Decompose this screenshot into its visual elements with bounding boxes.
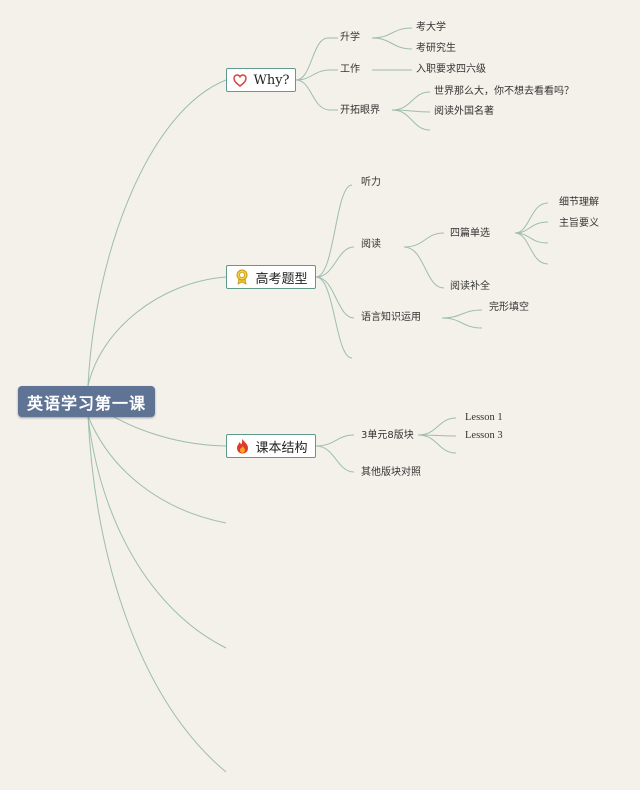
branch-textbook-structure[interactable]: 课本结构 [226, 434, 316, 458]
branch-why[interactable]: Why? [226, 68, 296, 92]
root-label: 英语学习第一课 [26, 393, 146, 413]
node-zhuzhi[interactable]: 主旨要义 [559, 218, 599, 229]
branch-exam-types[interactable]: 高考题型 [226, 265, 316, 289]
node-yuedu-waiguo[interactable]: 阅读外国名著 [434, 106, 494, 117]
node-shijie[interactable]: 世界那么大，你不想去看看吗？ [434, 86, 574, 97]
heart-icon [232, 72, 248, 88]
node-lesson1[interactable]: Lesson 1 [465, 412, 503, 423]
connector-root-why [87, 79, 227, 387]
node-kaoyan[interactable]: 考研究生 [416, 43, 456, 54]
node-kaodaxue[interactable]: 考大学 [416, 22, 446, 33]
connector-root-empty-2 [87, 415, 227, 649]
connector-root-exam [87, 276, 227, 387]
node-yuedubuquan[interactable]: 阅读补全 [450, 281, 490, 292]
node-tingli[interactable]: 听力 [361, 177, 381, 188]
node-shengxue[interactable]: 升学 [340, 32, 360, 43]
node-yuedu[interactable]: 阅读 [361, 239, 381, 250]
branch-why-label: Why? [253, 72, 290, 88]
node-ruzhi[interactable]: 入职要求四六级 [416, 64, 486, 75]
root-node[interactable]: 英语学习第一课 [18, 386, 155, 417]
award-ribbon-icon [234, 269, 250, 285]
connector-root-empty-3 [87, 415, 227, 773]
flame-icon [234, 438, 250, 454]
node-danyuan[interactable]: 3单元8版块 [361, 430, 414, 441]
node-sipian[interactable]: 四篇单选 [450, 228, 490, 239]
node-qita[interactable]: 其他版块对照 [361, 467, 421, 478]
branch-exam-types-label: 高考题型 [255, 271, 308, 287]
node-xijie[interactable]: 细节理解 [559, 197, 599, 208]
branch-textbook-structure-label: 课本结构 [255, 440, 308, 456]
node-gongzuo[interactable]: 工作 [340, 64, 360, 75]
node-yuyan[interactable]: 语言知识运用 [361, 312, 421, 323]
connector-root-empty-1 [87, 415, 227, 524]
node-lesson3[interactable]: Lesson 3 [465, 430, 503, 441]
node-kaituo[interactable]: 开拓眼界 [340, 105, 380, 116]
node-wanxing[interactable]: 完形填空 [489, 302, 529, 313]
